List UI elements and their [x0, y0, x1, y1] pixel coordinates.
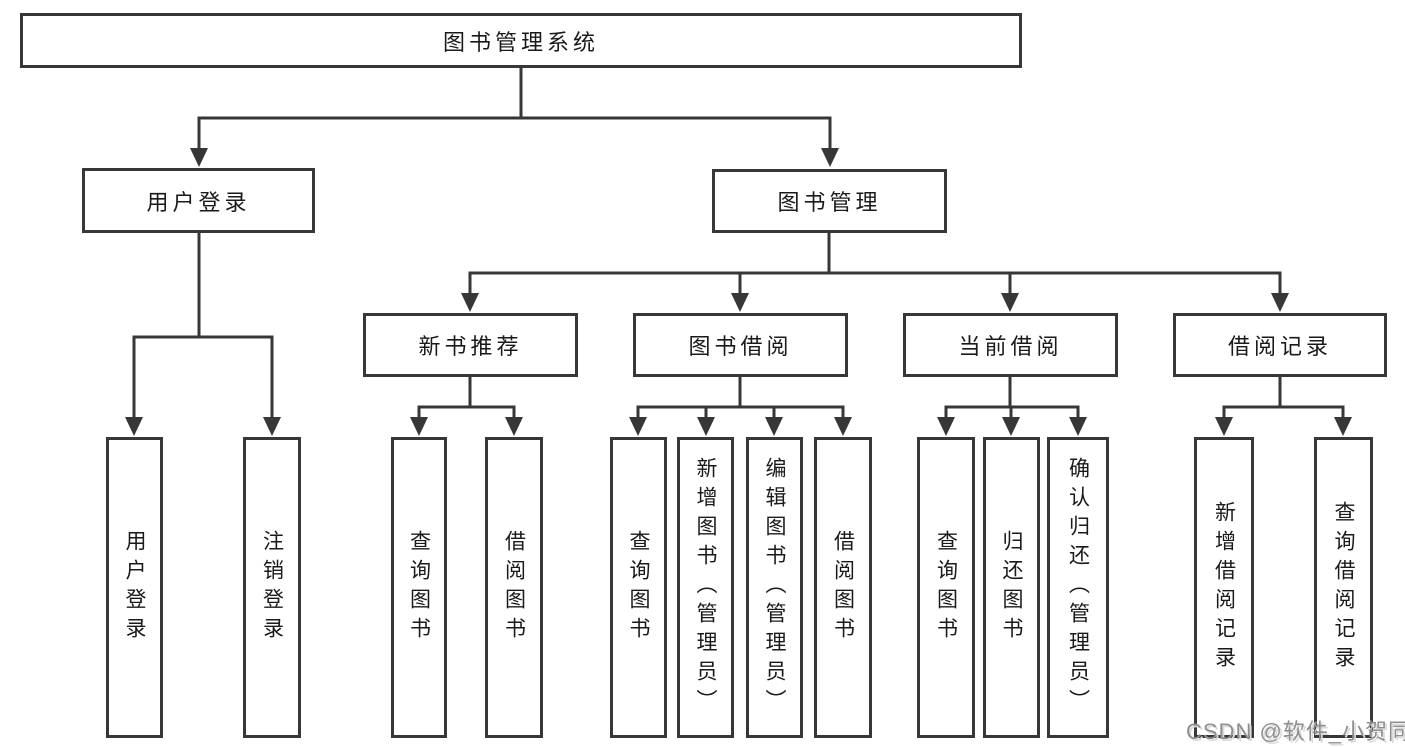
node-leaf-user-login: 用户登录	[106, 437, 163, 738]
connector-root-to-level2	[197, 68, 832, 150]
node-label: 新书推荐	[418, 334, 523, 359]
node-leaf-add-book-admin: 新增图书（管理员）	[677, 437, 734, 738]
node-label: 新增图书（管理员）	[694, 457, 717, 718]
node-label: 当前借阅	[958, 334, 1063, 359]
node-leaf-return-book: 归还图书	[983, 437, 1040, 738]
node-label: 查询借阅记录	[1332, 500, 1355, 675]
node-label: 注销登录	[260, 529, 284, 646]
connector-userlogin-to-leaves	[132, 233, 274, 418]
node-leaf-query-books-3: 查询图书	[917, 437, 975, 738]
arrowheads	[125, 148, 1352, 436]
node-label: 新增借阅记录	[1212, 500, 1236, 675]
node-borrowing-records: 借阅记录	[1173, 313, 1387, 377]
node-label: 借阅图书	[502, 529, 526, 646]
node-label: 查询图书	[934, 529, 958, 646]
node-leaf-confirm-return-admin: 确认归还（管理员）	[1047, 437, 1109, 738]
node-leaf-edit-book-admin: 编辑图书（管理员）	[746, 437, 803, 738]
node-leaf-query-books-2: 查询图书	[610, 437, 667, 738]
node-leaf-borrow-books-1: 借阅图书	[485, 437, 543, 738]
node-new-book-recommendation: 新书推荐	[363, 313, 578, 377]
node-label: 用户登录	[146, 189, 251, 215]
node-leaf-add-borrow-record: 新增借阅记录	[1194, 437, 1254, 738]
node-label: 编辑图书（管理员）	[763, 457, 786, 718]
connector-currentborrow-to-leaves	[944, 377, 1080, 418]
node-label: 借阅记录	[1227, 334, 1332, 359]
watermark: CSDN @软件_小贺同学	[1186, 719, 1405, 744]
connector-borrowrecords-to-leaves	[1222, 377, 1345, 418]
node-book-management-branch: 图书管理	[712, 169, 947, 233]
node-label: 用户登录	[123, 529, 146, 646]
connector-newbookrec-to-leaves	[417, 377, 516, 418]
node-label: 图书管理	[777, 190, 882, 215]
node-user-login-branch: 用户登录	[82, 168, 315, 233]
node-label: 图书管理系统	[442, 29, 599, 55]
node-book-borrowing: 图书借阅	[633, 313, 848, 377]
node-leaf-logout: 注销登录	[243, 437, 301, 738]
node-label: 查询图书	[407, 529, 431, 646]
node-label: 图书借阅	[688, 334, 793, 359]
connector-bookmgmt-to-level3	[468, 233, 1282, 295]
node-label: 查询图书	[627, 529, 650, 646]
connector-bookborrow-to-leaves	[636, 377, 845, 418]
node-leaf-borrow-books-2: 借阅图书	[814, 437, 872, 738]
node-library-management-system: 图书管理系统	[20, 13, 1022, 68]
node-leaf-query-books-1: 查询图书	[391, 437, 447, 738]
node-label: 借阅图书	[831, 529, 855, 646]
node-leaf-query-borrow-record: 查询借阅记录	[1314, 437, 1373, 738]
node-label: 归还图书	[1000, 529, 1023, 646]
node-label: 确认归还（管理员）	[1066, 457, 1090, 718]
node-current-borrowing: 当前借阅	[903, 313, 1118, 377]
